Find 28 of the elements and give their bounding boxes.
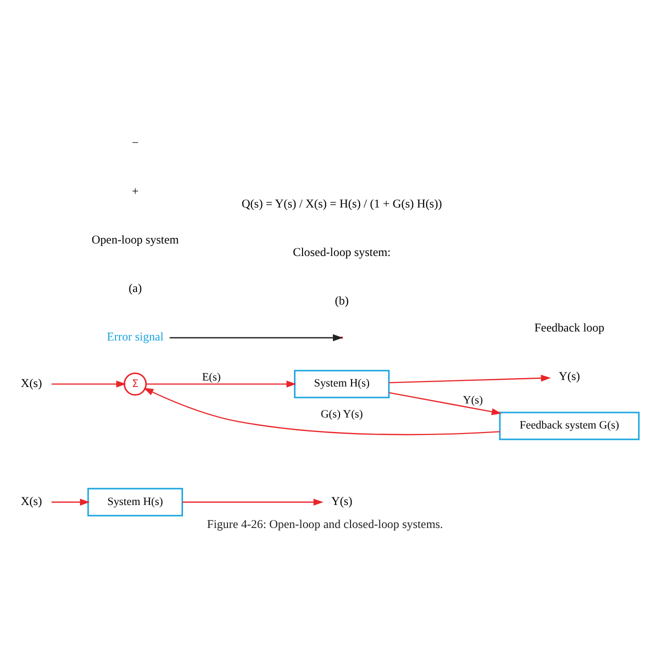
caption: Figure 4-26: Open-loop and closed-loop systems. [206,517,444,532]
label: − [132,135,139,150]
label: + [132,184,139,198]
label: Closed-loop system: [292,245,391,260]
node-text: X(s) [20,494,42,508]
arrow [389,392,502,416]
arrow [146,380,296,388]
label: Open-loop system [92,232,179,246]
label: (b) [334,294,349,308]
label: Feedback loop [534,320,604,335]
label: (a) [128,281,142,295]
arrow [144,388,500,436]
node-circle: Σ [124,372,147,396]
node-box: System H(s) [87,488,184,516]
node-text: Y(s) [331,494,352,508]
node-text: X(s) [20,376,42,390]
arrow [182,498,324,506]
arrow [52,498,90,506]
label: Q(s) = Y(s) / X(s) = H(s) / (1 + G(s) H(s)) [242,196,442,211]
arrow [52,380,126,388]
edge-label: G(s) Y(s) [320,408,363,421]
edge-label: E(s) [202,371,221,384]
arrow [389,374,551,384]
edge-label: Y(s) [463,394,483,406]
node-box: Feedback system G(s) [499,412,640,440]
node-text: Error signal [106,330,164,344]
node-text: Y(s) [558,369,580,384]
node-box: System H(s) [294,370,390,398]
